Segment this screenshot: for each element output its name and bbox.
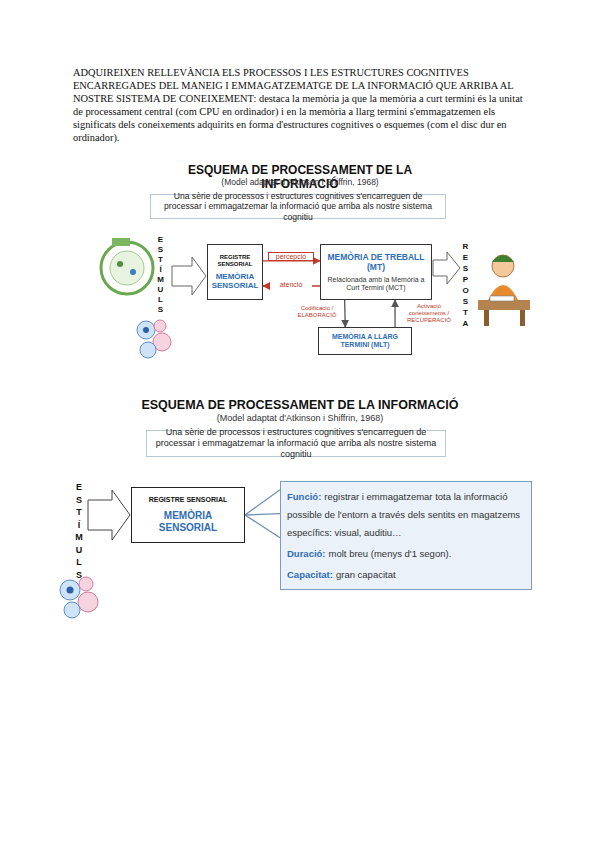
response-label: RESPOSTA bbox=[461, 242, 470, 330]
stimuli-label: ESTÍMULS bbox=[156, 235, 165, 315]
student-hair bbox=[492, 255, 514, 262]
intro-paragraph: ADQUIREIXEN RELLEVÀNCIA ELS PROCESSOS I … bbox=[73, 66, 535, 144]
edge-label: atenció bbox=[270, 281, 312, 288]
edge-label: Codificació / ELABORACIÓ bbox=[292, 305, 342, 319]
info-body: molt breu (menys d'1 segon). bbox=[329, 548, 452, 559]
student-image bbox=[478, 255, 530, 326]
subtitle: (Model adaptat d'Atkinson i Shiffrin, 19… bbox=[140, 413, 460, 423]
connector-arrow bbox=[344, 300, 346, 327]
connector-arrow bbox=[394, 300, 395, 327]
process-box: MEMÒRIA DE TREBALL (MT) Relacionada amb l… bbox=[320, 244, 432, 300]
info-heading: Capacitat: bbox=[287, 569, 333, 580]
student-body bbox=[488, 285, 518, 300]
edge-label: percepció bbox=[268, 252, 314, 261]
node-title: REGISTRE SENSORIAL bbox=[149, 496, 228, 505]
connector-arrow bbox=[245, 514, 280, 515]
sense-pupil bbox=[143, 327, 149, 333]
sense-mouth bbox=[154, 320, 166, 332]
connector-arrow bbox=[245, 490, 280, 515]
node-text: Relacionada amb la Memòria a Curt Termin… bbox=[324, 276, 428, 293]
environment-image bbox=[101, 238, 153, 294]
info-line: Capacitat:gran capacitat bbox=[287, 564, 396, 582]
sense-eye bbox=[137, 321, 155, 339]
process-box: REGISTRE SENSORIAL MEMÒRIA SENSORIAL bbox=[131, 487, 245, 543]
senses-image bbox=[60, 577, 98, 618]
stimulus-arrow bbox=[88, 490, 130, 540]
info-body: registrar i emmagatzemar tota la informa… bbox=[287, 491, 520, 538]
stimulus-arrow bbox=[172, 257, 206, 295]
connector-arrow bbox=[245, 515, 280, 538]
sense-pupil bbox=[67, 587, 74, 594]
intro-box: Una sèrie de processos i estructures cog… bbox=[150, 194, 446, 219]
info-heading: Duració: bbox=[287, 548, 326, 559]
desk-leg bbox=[520, 310, 525, 326]
info-body: gran capacitat bbox=[336, 569, 396, 580]
book bbox=[490, 296, 514, 301]
intro-box: Una sèrie de processos i estructures cog… bbox=[146, 430, 446, 457]
environment-ring bbox=[101, 242, 153, 294]
sense-nose bbox=[64, 602, 80, 618]
diagram-title: ESQUEMA DE PROCESSAMENT DE LA INFORMACIÓ bbox=[140, 398, 460, 412]
desk-leg bbox=[484, 310, 489, 326]
node-title: REGISTRE SENSORIAL bbox=[210, 254, 260, 268]
senses-image bbox=[137, 320, 171, 358]
sense-nose bbox=[140, 342, 156, 358]
node-title: Una sèrie de processos i estructures cog… bbox=[157, 191, 439, 223]
environment-dot bbox=[130, 269, 136, 275]
info-line: Duració:molt breu (menys d'1 segon). bbox=[287, 543, 451, 561]
node-title: MEMÒRIA DE TREBALL (MT) bbox=[324, 252, 428, 272]
process-box: MEMÒRIA A LLARG TERMINI (MLT) bbox=[318, 327, 412, 355]
response-arrow bbox=[433, 252, 460, 284]
edge-label: Activació coneixements / RECUPERACIÓ bbox=[401, 303, 457, 324]
node-title: Una sèrie de processos i estructures cog… bbox=[153, 427, 439, 460]
info-heading: Funció: bbox=[287, 491, 321, 502]
student-head bbox=[492, 255, 514, 277]
info-box: Funció:registrar i emmagatzemar tota la … bbox=[280, 481, 532, 590]
subtitle: (Model adaptat d'Atkinson i Shiffrin, 19… bbox=[150, 177, 450, 187]
environment-dot bbox=[117, 261, 123, 267]
environment-core bbox=[110, 251, 144, 285]
process-box: REGISTRE SENSORIAL MEMÒRIA SENSORIAL bbox=[207, 244, 263, 300]
sense-eye bbox=[60, 580, 80, 600]
node-text: MEMÒRIA SENSORIAL bbox=[210, 272, 260, 290]
environment-logo bbox=[112, 238, 130, 246]
desk bbox=[478, 300, 530, 310]
node-title: MEMÒRIA A LLARG TERMINI (MLT) bbox=[321, 333, 409, 350]
info-line: Funció:registrar i emmagatzemar tota la … bbox=[287, 486, 525, 540]
node-text: MEMÒRIA SENSORIAL bbox=[135, 510, 241, 534]
sense-ear bbox=[78, 592, 98, 612]
stimuli-label: ESTÍMULS bbox=[74, 482, 84, 582]
